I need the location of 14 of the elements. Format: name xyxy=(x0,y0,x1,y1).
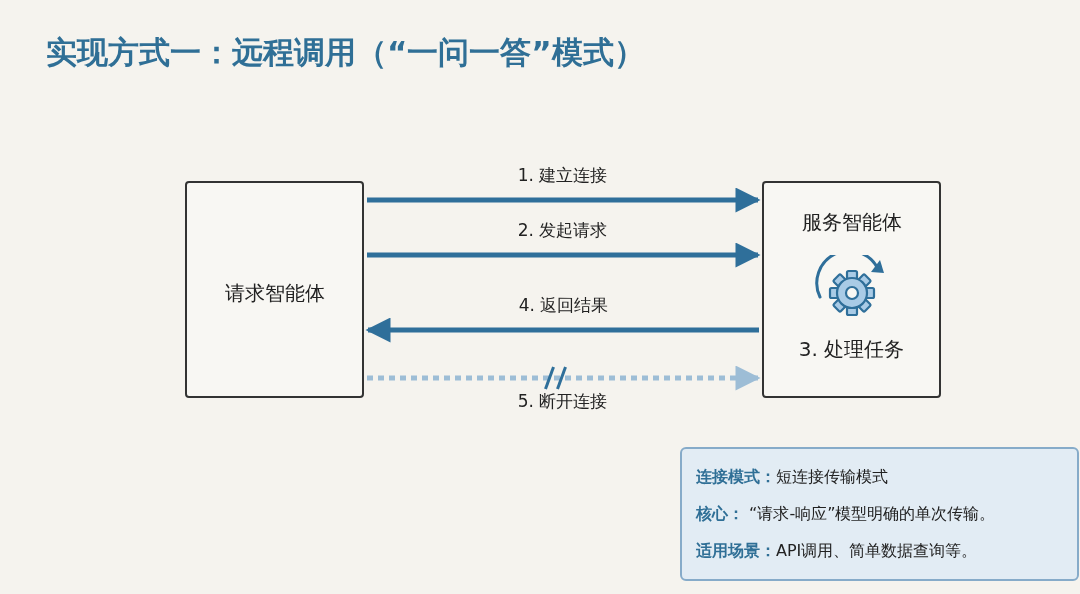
note-text: 适用场景：API调用、简单数据查询等。 xyxy=(696,541,978,562)
arrow xyxy=(365,317,759,343)
arrow xyxy=(367,187,761,213)
dotted-arrow xyxy=(367,365,761,391)
title: 实现方式一：远程调用（“一问一答”模式） xyxy=(46,33,645,72)
note-text: 连接模式：短连接传输模式 xyxy=(696,467,888,488)
note-text: 核心： “请求-响应”模型明确的单次传输。 xyxy=(696,504,996,525)
arrow xyxy=(367,242,761,268)
note-box xyxy=(680,447,1079,581)
step-label: 3. 处理任务 xyxy=(798,336,905,363)
agent-box xyxy=(185,181,364,398)
node-title: 服务智能体 xyxy=(801,209,902,236)
agent-box xyxy=(762,181,941,398)
node-title: 请求智能体 xyxy=(224,280,325,307)
